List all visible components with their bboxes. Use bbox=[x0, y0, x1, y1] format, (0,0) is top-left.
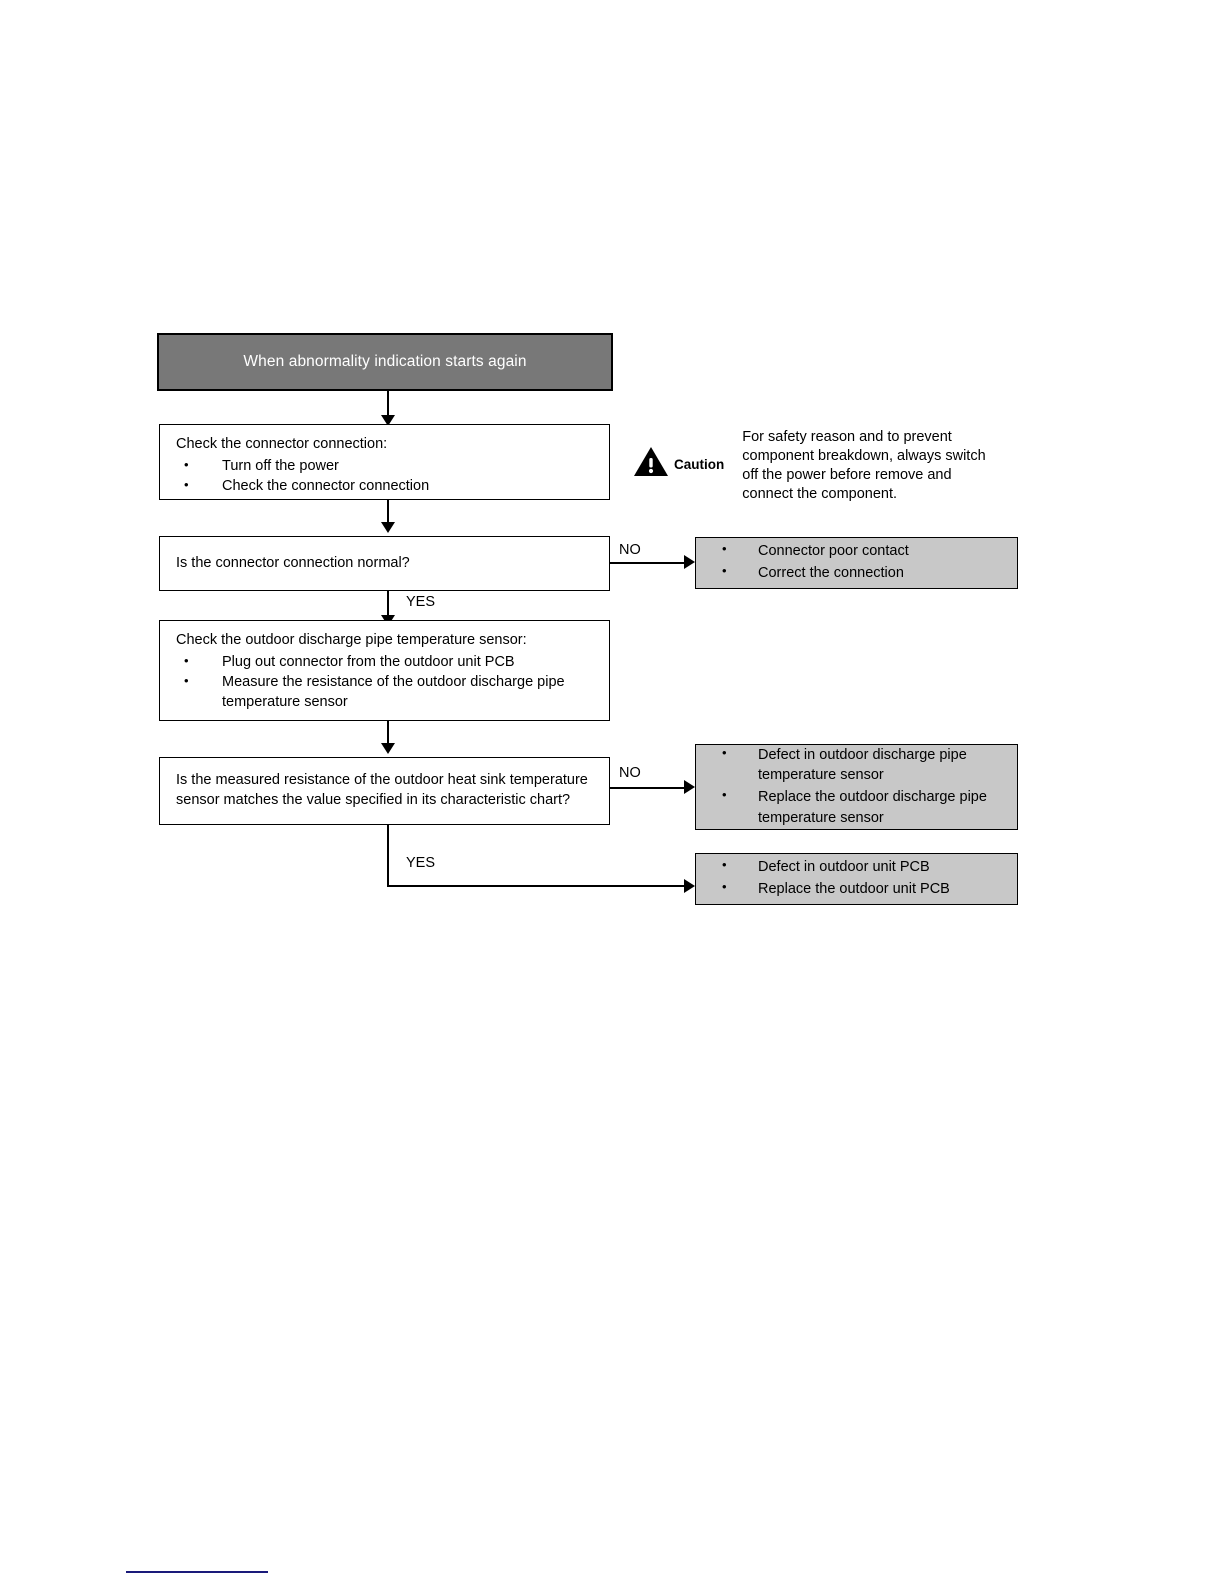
list-item: Defect in outdoor unit PCB bbox=[710, 856, 950, 878]
list-item: Replace the outdoor unit PCB bbox=[710, 878, 950, 900]
decision-resistance-matches: Is the measured resistance of the outdoo… bbox=[159, 757, 610, 825]
caution-label: Caution bbox=[674, 456, 725, 472]
result-pcb-defect-bullets: Defect in outdoor unit PCB Replace the o… bbox=[710, 856, 950, 900]
list-item: Correct the connection bbox=[710, 562, 909, 584]
result-outdoor-unit-pcb-defect: Defect in outdoor unit PCB Replace the o… bbox=[695, 853, 1018, 905]
connector-line-decision2-yes-horizontal bbox=[387, 885, 690, 887]
connector-line-step1-to-decision1 bbox=[387, 500, 389, 528]
connector-line-banner-to-step1 bbox=[387, 391, 389, 423]
list-item: Defect in outdoor discharge pipe tempera… bbox=[710, 744, 1005, 786]
arrow-decision2-yes bbox=[684, 879, 695, 893]
result-connector-poor-bullets: Connector poor contact Correct the conne… bbox=[710, 540, 909, 584]
list-item: Turn off the power bbox=[176, 456, 595, 477]
list-item: Measure the resistance of the outdoor di… bbox=[176, 672, 595, 712]
caution-badge: Caution bbox=[633, 446, 724, 482]
list-item: Check the connector connection bbox=[176, 476, 595, 497]
edge-label-yes-2: YES bbox=[406, 855, 436, 871]
connector-line-decision1-yes bbox=[387, 591, 389, 622]
connector-line-step2-to-decision2 bbox=[387, 721, 389, 749]
step-check-connector-connection: Check the connector connection: Turn off… bbox=[159, 424, 610, 500]
decision-connector-question: Is the connector connection normal? bbox=[176, 554, 410, 571]
start-banner-label: When abnormality indication starts again bbox=[243, 353, 527, 370]
connector-line-decision1-no bbox=[610, 562, 690, 564]
edge-label-no-1: NO bbox=[619, 542, 641, 558]
arrow-step1-to-decision1 bbox=[381, 522, 395, 533]
step-check-sensor-bullets: Plug out connector from the outdoor unit… bbox=[176, 652, 595, 713]
decision-connector-connection-normal: Is the connector connection normal? bbox=[159, 536, 610, 591]
caution-text: For safety reason and to prevent compone… bbox=[742, 429, 986, 503]
list-item: Replace the outdoor discharge pipe tempe… bbox=[710, 786, 1005, 828]
step-check-connector-bullets: Turn off the power Check the connector c… bbox=[176, 456, 595, 497]
warning-triangle-icon bbox=[633, 446, 669, 482]
decision-resistance-question: Is the measured resistance of the outdoo… bbox=[176, 772, 588, 808]
footer-rule bbox=[126, 1571, 268, 1573]
result-sensor-defect-bullets: Defect in outdoor discharge pipe tempera… bbox=[710, 744, 1005, 829]
edge-label-no-2: NO bbox=[619, 765, 641, 781]
arrow-step2-to-decision2 bbox=[381, 743, 395, 754]
connector-line-decision2-yes-vertical bbox=[387, 825, 389, 887]
edge-label-yes-1: YES bbox=[406, 594, 436, 610]
step-check-connector-title: Check the connector connection: bbox=[176, 436, 388, 452]
list-item: Connector poor contact bbox=[710, 540, 909, 562]
arrow-decision1-no bbox=[684, 555, 695, 569]
result-connector-poor-contact: Connector poor contact Correct the conne… bbox=[695, 537, 1018, 589]
connector-line-decision2-no bbox=[610, 787, 690, 789]
list-item: Plug out connector from the outdoor unit… bbox=[176, 652, 595, 673]
result-discharge-pipe-sensor-defect: Defect in outdoor discharge pipe tempera… bbox=[695, 744, 1018, 830]
step-check-sensor-title: Check the outdoor discharge pipe tempera… bbox=[176, 632, 527, 648]
step-check-discharge-pipe-sensor: Check the outdoor discharge pipe tempera… bbox=[159, 620, 610, 721]
arrow-banner-to-step1 bbox=[381, 415, 395, 426]
arrow-decision2-no bbox=[684, 780, 695, 794]
caution-note: Caution For safety reason and to prevent… bbox=[633, 428, 1000, 505]
start-banner: When abnormality indication starts again bbox=[157, 333, 613, 391]
